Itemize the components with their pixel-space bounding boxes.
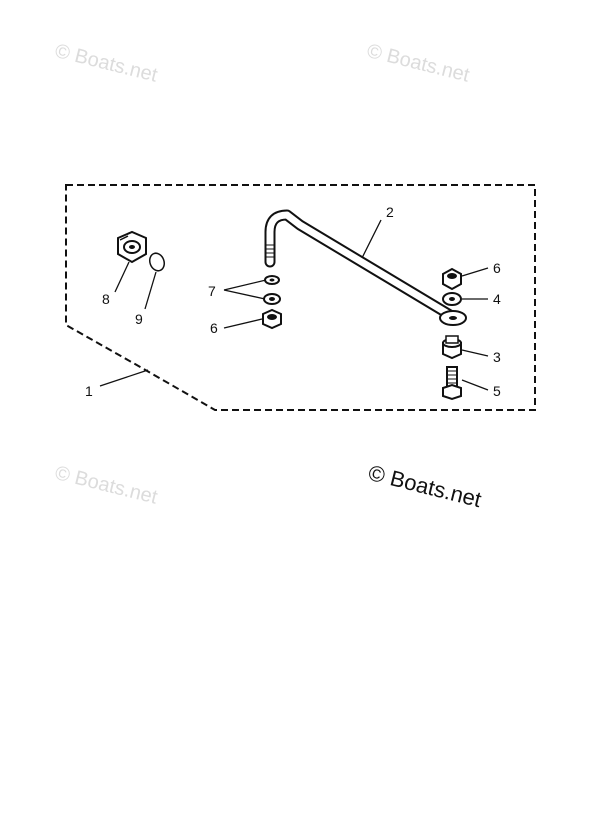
callout-7: 7 [208,283,216,299]
nut-right [442,267,462,291]
callout-9: 9 [135,311,143,327]
washer-lower-left [263,293,281,305]
leader-lines [99,219,489,391]
lock-nut [117,230,147,264]
callout-6-upper: 6 [493,260,501,276]
callout-6-lower: 6 [210,320,218,336]
callout-1: 1 [85,383,93,399]
callout-5: 5 [493,383,501,399]
washer-upper-left [264,275,280,285]
link-rod [264,209,467,326]
bushing [442,335,462,360]
nut-left [262,308,282,330]
bolt [442,366,462,401]
callout-8: 8 [102,291,110,307]
callout-3: 3 [493,349,501,365]
clip-washer [148,252,166,272]
assembly-boundary [65,184,536,411]
callout-4: 4 [493,291,501,307]
washer-right [442,292,462,306]
callout-2: 2 [386,204,394,220]
